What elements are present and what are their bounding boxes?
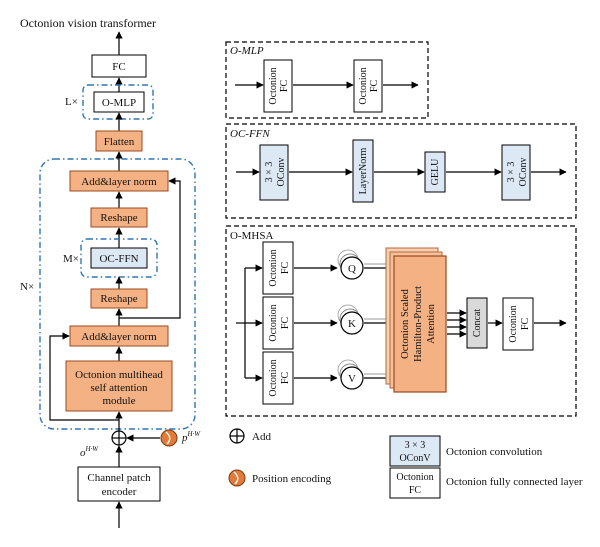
oc-ffn-box xyxy=(90,247,148,269)
add-layer-norm-top-label: Add&layer norm xyxy=(81,176,157,188)
diagram-title: Octonion vision transformer xyxy=(20,16,156,30)
legend-position-encoding-icon xyxy=(228,469,246,487)
o-mlp-fc1-box xyxy=(263,59,293,113)
gelu-label: GELU xyxy=(430,158,441,185)
l-times-label: L× xyxy=(65,96,78,108)
mhsa-output-fc-line2: FC xyxy=(520,318,531,331)
mhsa-fc-v-line2: FC xyxy=(280,372,291,385)
legend-fc-label: Octonion fully connected layer xyxy=(446,476,583,488)
oc-ffn-conv2-line1: 3 × 3 xyxy=(506,162,517,183)
reshape-bottom-box xyxy=(90,288,148,309)
legend-conv-box-line1: 3 × 3 xyxy=(405,440,426,451)
mhsa-fc-k-line1: Octonion xyxy=(268,304,279,341)
mhsa-label-line1: Octonion multihead xyxy=(75,369,163,381)
k-label: K xyxy=(348,318,356,330)
o-mlp-box xyxy=(93,91,145,113)
layernorm-box xyxy=(352,139,374,203)
mhsa-fc-k-line2: FC xyxy=(280,317,291,330)
o-mlp-fc2-line2: FC xyxy=(369,80,380,93)
o-mhsa-panel xyxy=(225,225,577,417)
legend-fc-box-line2: FC xyxy=(409,485,422,496)
mhsa-fc-q-box xyxy=(262,241,294,295)
legend-position-encoding-label: Position encoding xyxy=(252,473,332,485)
channel-patch-encoder-box xyxy=(77,466,161,502)
attention-label-line3: Attention xyxy=(426,303,437,343)
gelu-box xyxy=(424,151,446,193)
oc-ffn-panel xyxy=(225,123,577,219)
reshape-top-box xyxy=(90,207,148,228)
residual-skip-arrow-bottom xyxy=(49,332,119,421)
flatten-box xyxy=(95,130,143,152)
mhsa-fc-q-line2: FC xyxy=(280,262,291,275)
add-layer-norm-top-box xyxy=(69,170,169,192)
p-hw-label: pH·W xyxy=(181,430,201,444)
mhsa-output-fc-box xyxy=(502,297,534,351)
legend-position-encoding-icon xyxy=(233,471,239,485)
mhsa-fc-v-line1: Octonion xyxy=(268,359,279,396)
layernorm-label: LayerNorm xyxy=(358,147,369,194)
legend-fc-box-line1: Octonion xyxy=(396,472,433,483)
position-encoding-icon xyxy=(160,429,178,447)
v-label: V xyxy=(348,373,356,385)
attention-label-line2: Hamilton-Product xyxy=(413,286,424,362)
n-times-label: N× xyxy=(20,281,34,293)
o-hw-label: oH·W xyxy=(80,445,99,459)
oc-ffn-conv1-line1: 3 × 3 xyxy=(264,162,275,183)
oc-ffn-label: OC-FFN xyxy=(99,253,138,265)
o-mlp-panel-title: O-MLP xyxy=(230,45,264,57)
mhsa-fc-k-box xyxy=(262,296,294,350)
add-layer-norm-bottom-box xyxy=(69,325,169,347)
q-circle xyxy=(340,256,364,280)
o-mlp-label: O-MLP xyxy=(102,97,136,109)
fc-label: FC xyxy=(112,61,125,73)
position-encoding-icon xyxy=(165,431,171,445)
o-mlp-fc2-box xyxy=(353,59,383,113)
m-times-label: M× xyxy=(63,253,79,265)
encoder-label-line1: Channel patch xyxy=(87,472,151,484)
legend-add-label: Add xyxy=(252,431,271,443)
mhsa-label-line2: self attention xyxy=(90,382,148,394)
concat-box xyxy=(466,297,488,349)
reshape-top-label: Reshape xyxy=(100,212,137,224)
legend-conv-label: Octonion convolution xyxy=(446,446,543,458)
oc-ffn-panel-title: OC-FFN xyxy=(230,128,270,140)
o-mlp-panel xyxy=(225,41,429,119)
oc-ffn-conv2-box xyxy=(501,144,531,201)
mhsa-output-fc-line1: Octonion xyxy=(508,305,519,342)
attention-box xyxy=(393,255,447,393)
k-circle xyxy=(340,311,364,335)
oc-ffn-conv1-line2: OConv xyxy=(276,158,287,187)
legend-conv-box-line2: OConV xyxy=(399,453,431,464)
q-label: Q xyxy=(348,263,356,275)
concat-label: Concat xyxy=(472,309,483,338)
flatten-label: Flatten xyxy=(104,136,135,148)
v-circle xyxy=(340,366,364,390)
fc-box xyxy=(91,54,147,78)
reshape-bottom-label: Reshape xyxy=(100,293,137,305)
add-layer-norm-bottom-label: Add&layer norm xyxy=(81,331,157,343)
legend-fc-box xyxy=(389,467,441,499)
mhsa-module-box xyxy=(65,360,173,412)
legend-conv-box xyxy=(389,435,441,467)
mhsa-fc-v-box xyxy=(262,351,294,405)
oc-ffn-conv1-box xyxy=(259,144,289,201)
o-mhsa-panel-title: O-MHSA xyxy=(230,230,273,242)
o-mlp-fc1-line1: Octonion xyxy=(268,67,279,104)
encoder-block-repeat-group xyxy=(39,158,196,430)
o-mlp-repeat-group xyxy=(82,84,154,120)
o-mlp-fc2-line1: Octonion xyxy=(358,67,369,104)
o-mlp-fc1-line2: FC xyxy=(279,80,290,93)
mhsa-fc-q-line1: Octonion xyxy=(268,249,279,286)
oc-ffn-conv2-line2: OConv xyxy=(518,158,529,187)
mhsa-label-line3: module xyxy=(103,395,136,407)
attention-label-line1: Octonion Scaled xyxy=(400,288,411,358)
encoder-label-line2: encoder xyxy=(102,486,137,498)
residual-skip-arrow-top xyxy=(119,177,181,319)
